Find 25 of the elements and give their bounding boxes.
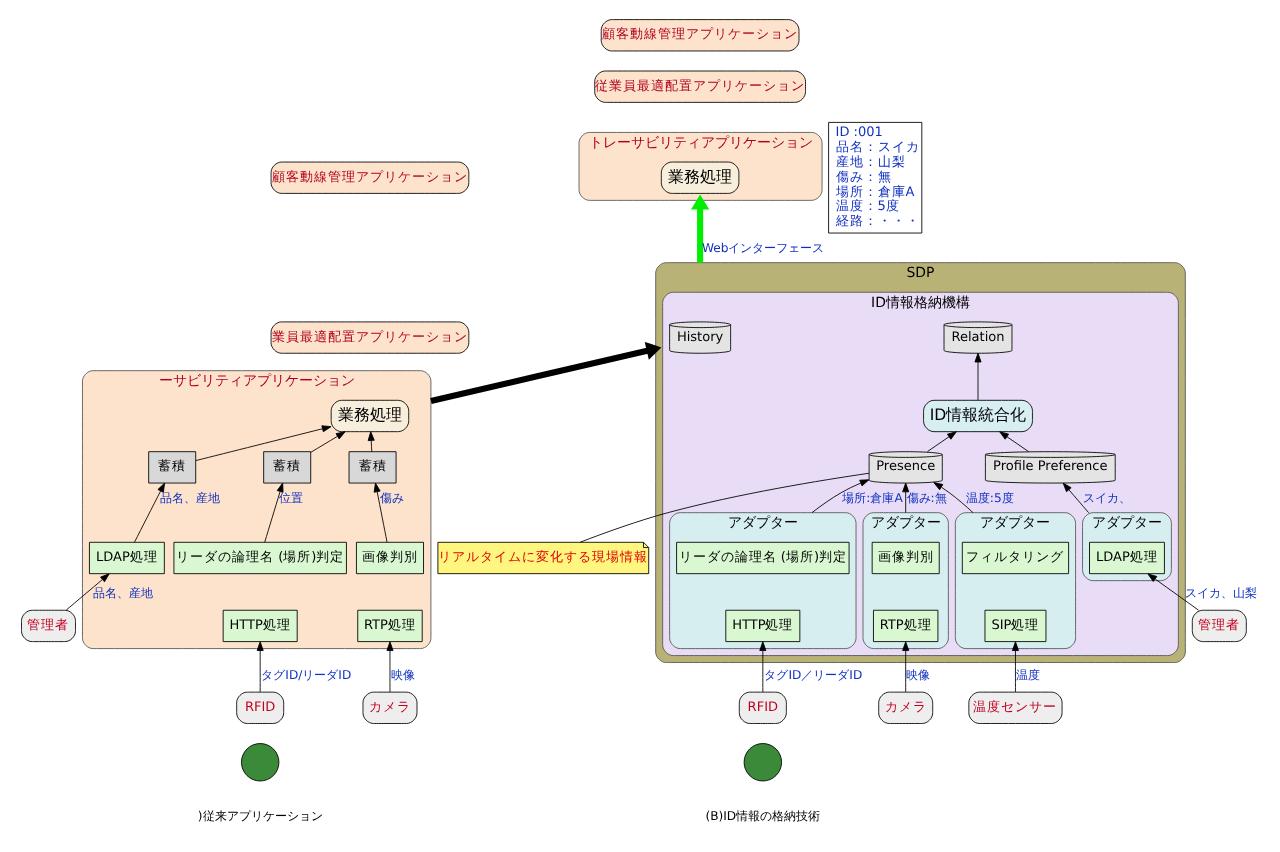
arrow <box>195 425 332 461</box>
arrow <box>430 341 662 404</box>
arrow <box>811 479 870 514</box>
node-circle <box>241 743 280 782</box>
arrow <box>256 641 264 693</box>
arrow <box>1012 641 1019 693</box>
arrow <box>902 641 910 693</box>
arrow <box>690 194 710 263</box>
arrow <box>367 431 375 453</box>
arrow <box>1147 573 1200 611</box>
arrow <box>310 431 346 453</box>
node-circle <box>743 743 782 782</box>
arrow <box>933 482 974 514</box>
arrow <box>65 573 110 611</box>
arrow <box>926 431 957 453</box>
arrow <box>902 482 910 514</box>
arrow <box>1062 482 1090 514</box>
arrow <box>999 431 1030 453</box>
arrow <box>759 641 767 693</box>
arrow <box>974 352 982 401</box>
arrow <box>386 641 394 693</box>
arrow <box>264 482 284 543</box>
arrow <box>134 482 166 543</box>
arrow <box>373 482 388 543</box>
connector <box>579 472 870 543</box>
